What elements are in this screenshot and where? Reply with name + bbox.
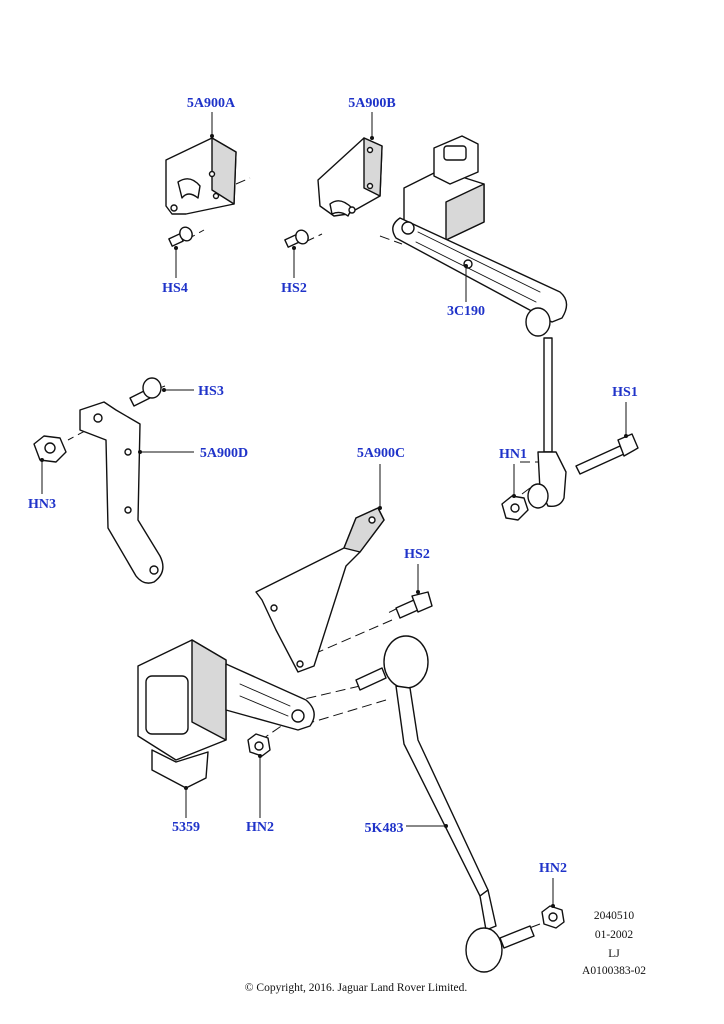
reference-line-1: 2040510 — [593, 910, 635, 922]
label-hs2-top: HS2 — [281, 281, 307, 296]
leader-lines — [40, 112, 628, 908]
label-hs3: HS3 — [198, 384, 224, 399]
label-hs1: HS1 — [612, 385, 638, 400]
bracket-5a900a — [165, 137, 237, 215]
label-5a900a: 5A900A — [186, 96, 236, 111]
sensor-3c190 — [392, 135, 568, 509]
label-5a900c: 5A900C — [356, 446, 406, 461]
sensor-5359 — [137, 639, 315, 789]
reference-line-4: A0100383-02 — [582, 965, 646, 977]
label-hn2-bottom: HN2 — [539, 861, 567, 876]
bracket-5a900c — [255, 507, 385, 673]
bracket-5a900b — [317, 137, 383, 217]
reference-line-3: LJ — [608, 948, 620, 960]
nut-hn2-middle — [247, 733, 271, 757]
nut-hn2-bottom — [541, 905, 565, 929]
nut-hn3 — [33, 435, 67, 463]
bracket-5a900d — [79, 401, 164, 584]
nut-hn1 — [501, 495, 529, 521]
bolt-hs2-top — [284, 229, 309, 248]
link-5k483 — [355, 635, 535, 973]
label-5359: 5359 — [172, 820, 200, 835]
label-hn2-middle: HN2 — [246, 820, 274, 835]
label-5k483: 5K483 — [364, 821, 404, 836]
bolt-hs2-middle — [395, 591, 433, 619]
bolt-hs3 — [129, 377, 162, 407]
label-hs2-middle: HS2 — [404, 547, 430, 562]
label-5a900b: 5A900B — [348, 96, 396, 111]
bolt-hs1 — [575, 433, 639, 475]
copyright-notice: © Copyright, 2016. Jaguar Land Rover Lim… — [244, 982, 468, 994]
label-hn3: HN3 — [28, 497, 56, 512]
label-3c190: 3C190 — [446, 304, 486, 319]
label-hs4: HS4 — [162, 281, 188, 296]
bolt-hs4 — [168, 226, 193, 247]
label-hn1: HN1 — [499, 447, 527, 462]
label-5a900d: 5A900D — [199, 446, 249, 461]
reference-line-2: 01-2002 — [594, 929, 634, 941]
